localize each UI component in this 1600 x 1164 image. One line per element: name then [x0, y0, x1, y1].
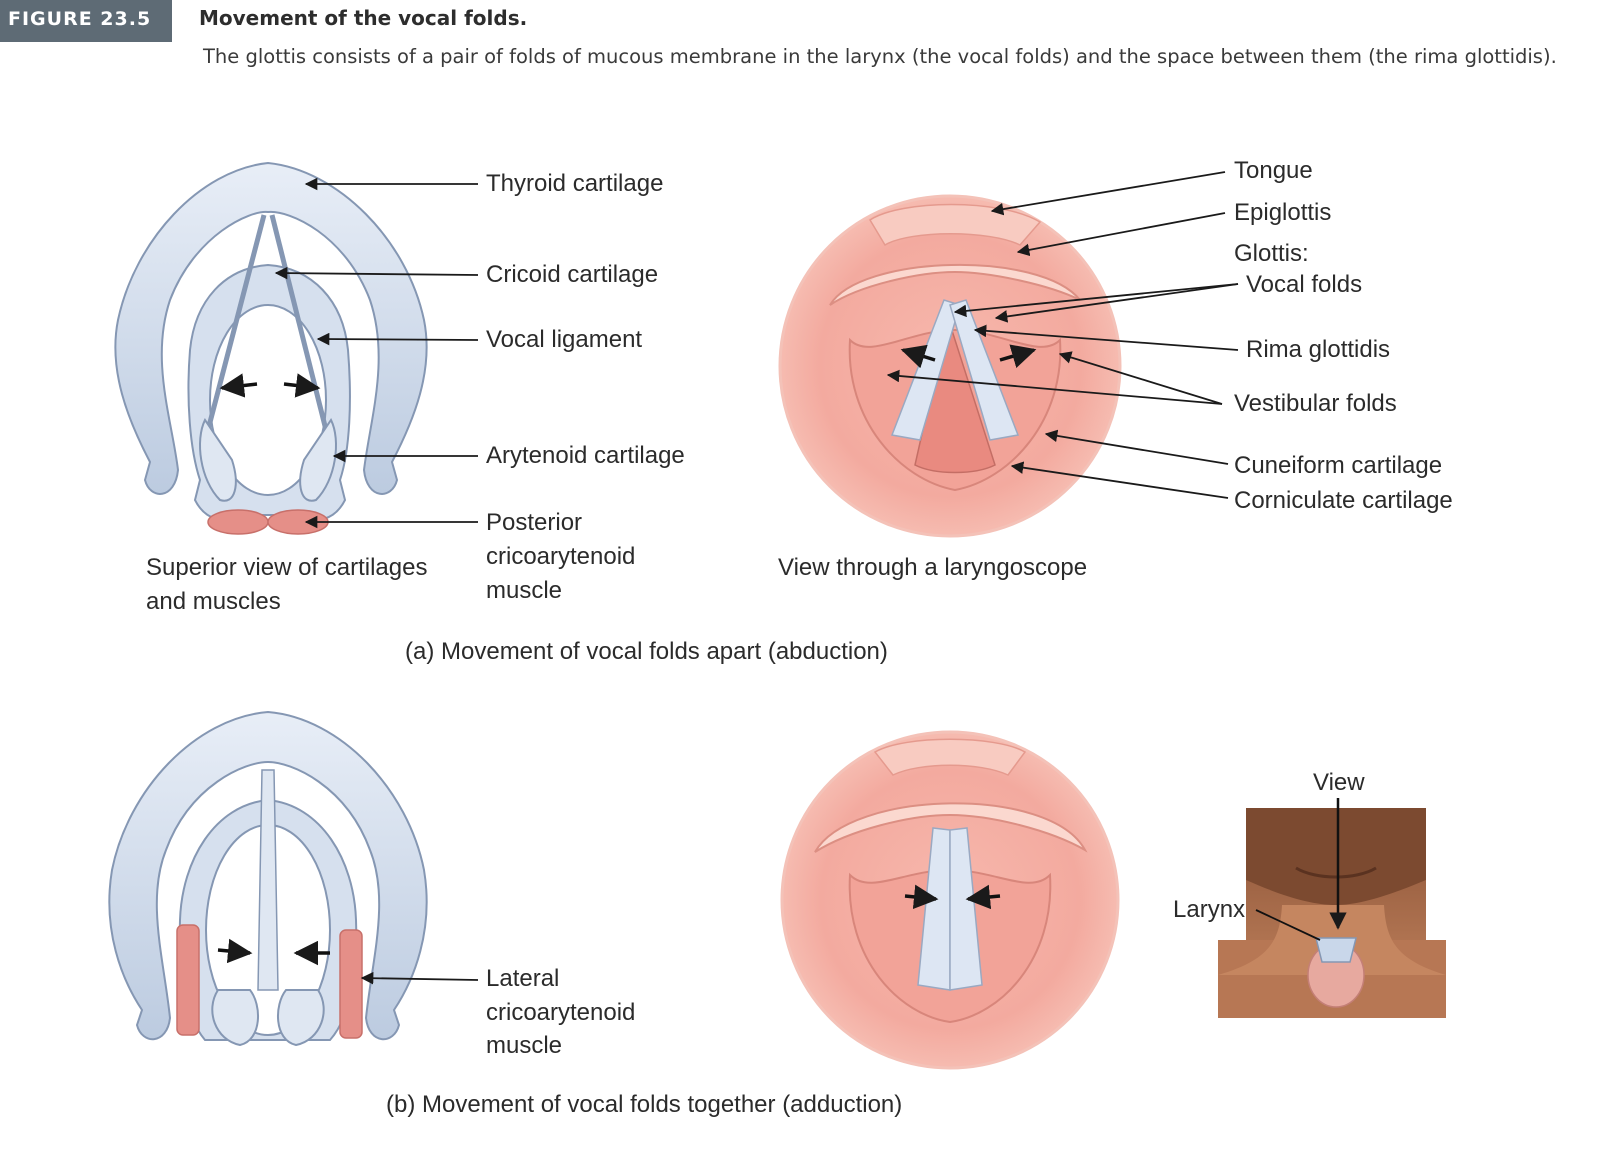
thyroid-cartilage-shape [114, 161, 428, 495]
laryngoscope-view-b [780, 730, 1120, 1070]
figure-caption: The glottis consists of a pair of folds … [203, 45, 1557, 68]
subcaption-laryngoscope-view: View through a laryngoscope [778, 554, 1088, 581]
label-lateral-cricoarytenoid-1: Lateral [486, 965, 560, 992]
figure-number-badge: FIGURE 23.5 [0, 0, 172, 42]
label-cuneiform-cartilage: Cuneiform cartilage [1234, 452, 1443, 479]
label-rima-glottidis: Rima glottidis [1246, 336, 1391, 363]
vocal-ligament-left [205, 214, 267, 431]
panel-b-caption: (b) Movement of vocal folds together (ad… [386, 1091, 903, 1118]
subcaption-superior-view-1: Superior view of cartilages [146, 554, 428, 581]
label-lateral-cricoarytenoid-3: muscle [486, 1032, 563, 1059]
label-vocal-ligament: Vocal ligament [486, 326, 643, 353]
label-tongue: Tongue [1234, 157, 1313, 184]
label-glottis: Glottis: [1234, 240, 1309, 267]
label-larynx: Larynx [1173, 896, 1246, 923]
label-vocal-folds: Vocal folds [1246, 271, 1363, 298]
label-cricoid-cartilage: Cricoid cartilage [486, 261, 659, 288]
subcaption-superior-view-2: and muscles [146, 588, 281, 615]
adduction-scope-arrow-left [904, 884, 939, 910]
leader-lines-a-left [274, 177, 479, 529]
label-posterior-cricoarytenoid-2: cricoarytenoid [486, 543, 636, 570]
lateral-cricoarytenoid-left [176, 924, 200, 1036]
vocal-ligaments-adducted [257, 769, 279, 991]
label-thyroid-cartilage: Thyroid cartilage [486, 170, 664, 197]
label-posterior-cricoarytenoid-1: Posterior [486, 509, 583, 536]
adduction-arrow-left [217, 938, 253, 964]
posterior-cricoarytenoid-left [207, 509, 269, 535]
leader-lines-a-right [886, 171, 1239, 499]
larynx-inset-shape [1315, 937, 1357, 963]
label-posterior-cricoarytenoid-3: muscle [486, 577, 563, 604]
adduction-scope-arrow-right [965, 884, 1001, 910]
superior-view-cartilages-b [108, 710, 428, 1047]
abduction-arrow-right [283, 373, 321, 398]
label-lateral-cricoarytenoid-2: cricoarytenoid [486, 999, 636, 1026]
vocal-fold-right [949, 299, 1020, 441]
label-vestibular-folds: Vestibular folds [1234, 390, 1397, 417]
laryngoscope-arrow-left [900, 344, 936, 369]
label-arytenoid-cartilage: Arytenoid cartilage [486, 442, 685, 469]
arytenoid-right [299, 418, 337, 502]
superior-view-cartilages-a [114, 161, 428, 535]
laryngeal-opening [209, 304, 327, 496]
label-corniculate-cartilage: Corniculate cartilage [1234, 487, 1453, 514]
larynx-leader [1255, 909, 1321, 941]
arytenoid-left [199, 418, 237, 502]
lateral-cricoarytenoid-right [339, 929, 363, 1039]
label-view: View [1313, 769, 1365, 796]
figure-title: Movement of the vocal folds. [199, 6, 528, 30]
epiglottis-shape [829, 264, 1081, 306]
laryngoscope-view-a [778, 194, 1122, 538]
rima-glottidis-shape [914, 315, 996, 474]
label-epiglottis: Epiglottis [1234, 199, 1332, 226]
orientation-inset [1218, 798, 1446, 1018]
leader-line-lateral [360, 971, 479, 985]
panel-a-caption: (a) Movement of vocal folds apart (abduc… [405, 638, 888, 665]
laryngoscope-arrow-right [999, 344, 1037, 368]
abduction-arrow-left [219, 373, 258, 398]
